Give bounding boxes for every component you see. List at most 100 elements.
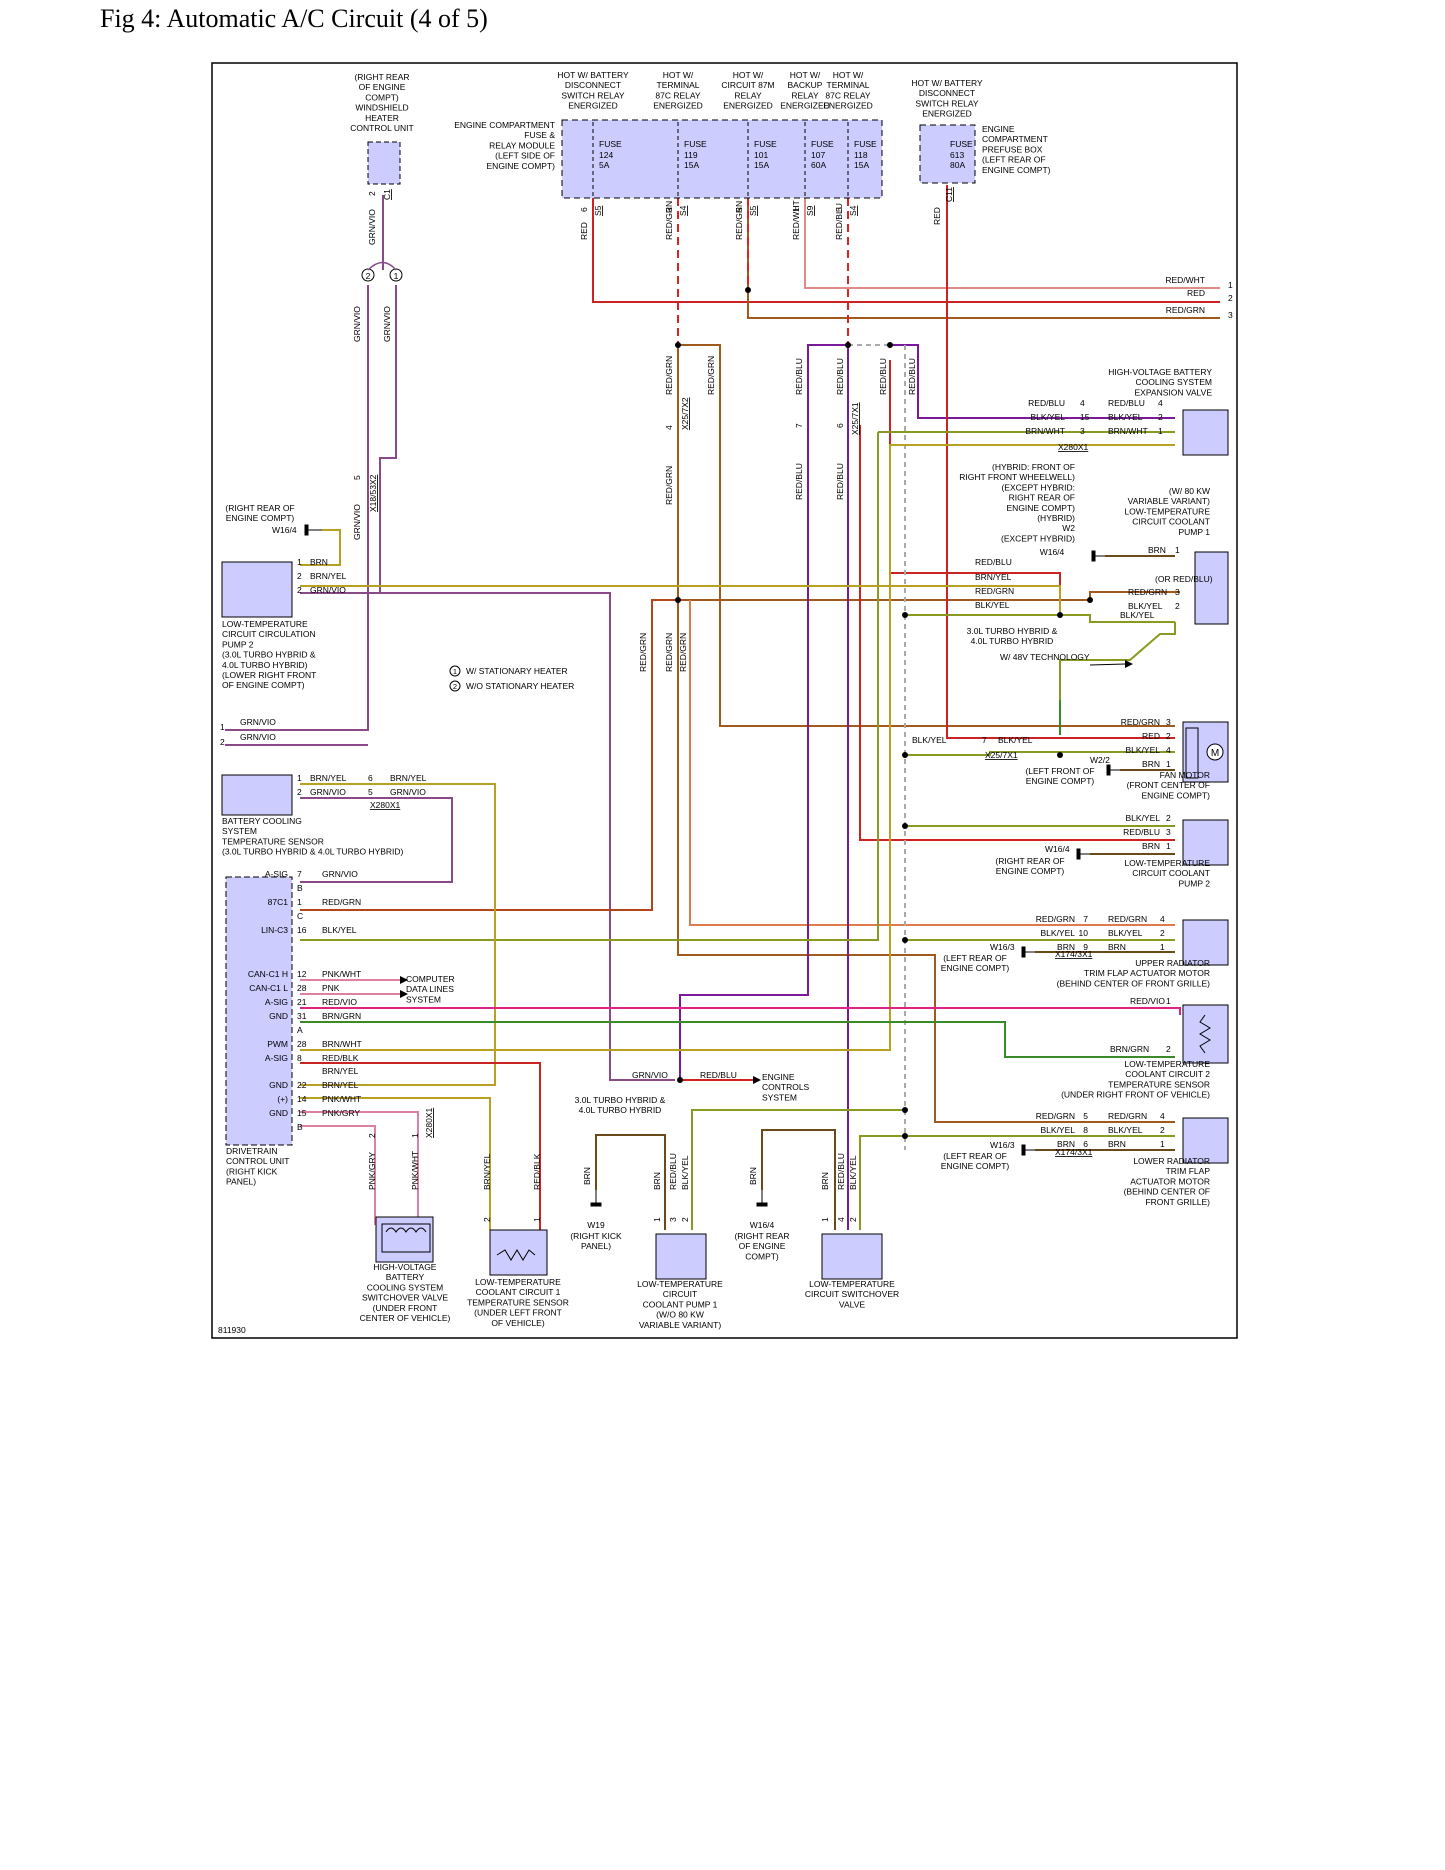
label-line: TEMPERATURE SENSOR [467, 1297, 569, 1307]
label-line: LOWER RADIATOR [1133, 1156, 1210, 1166]
wire-blk-yel-pump1-80kw [1059, 622, 1176, 700]
label-line: SWITCHOVER VALVE [362, 1293, 448, 1303]
figure-id: 811930 [218, 1325, 246, 1335]
lower-trim-wire-in: BRN [1057, 1139, 1075, 1149]
label-line: COMPT) [745, 1251, 779, 1261]
fuse-name: FUSE [811, 139, 834, 149]
wire-pnk-wht-hv-switch [300, 1111, 419, 1225]
vlabel-red-grn-a: RED/GRN [664, 356, 674, 395]
wire-red-grn-to-lower-trim [677, 600, 1175, 1123]
dcu-num: 22 [297, 1080, 307, 1090]
pump1-80kw-num: 1 [1175, 545, 1180, 555]
vlabel-red-grn-c: RED/GRN [664, 466, 674, 505]
temp-sensor2-num: 1 [1166, 996, 1171, 1006]
label-line: SYSTEM [762, 1092, 797, 1102]
label-line: ENGINE COMPT) [941, 1161, 1010, 1171]
pump1-80kw-num: 3 [1175, 587, 1180, 597]
fan-num: 1 [1166, 759, 1171, 769]
pump1-bottom-num: 2 [680, 1217, 690, 1222]
fuse-num: 119 [684, 150, 698, 160]
label-line: (BEHIND CENTER OF [1124, 1187, 1210, 1197]
battery-sensor-conn: X280X1 [370, 800, 401, 810]
fan-conn-wire-in: BLK/YEL [912, 735, 947, 745]
fan-num: 2 [1166, 731, 1171, 741]
lower-trim-num-out: 2 [1160, 1125, 1165, 1135]
label-line: TRIM FLAP [1166, 1166, 1211, 1176]
fuse-wire: RED/GRN [734, 201, 744, 240]
junction-dot [902, 752, 908, 758]
label-line: (LEFT REAR OF [943, 953, 1007, 963]
fuse-pin: 5 [734, 207, 744, 212]
mid-wire-label: RED/BLU [975, 557, 1012, 567]
temp-sensor1-wire: BRN/YEL [482, 1153, 492, 1190]
wire-blk-yel-mid [905, 614, 1175, 623]
label-line: W2 [1062, 523, 1075, 533]
pump2-right-wire: RED/BLU [1123, 827, 1160, 837]
ground-icon [756, 1190, 768, 1207]
label-line: CONTROL UNIT [226, 1156, 289, 1166]
label-line: 4.0L TURBO HYBRID [579, 1105, 662, 1115]
offpage-wire-label: RED [1187, 288, 1205, 298]
junction-dot [902, 937, 908, 943]
dcu-wire: RED/GRN [322, 897, 361, 907]
junction-dot [1057, 612, 1063, 618]
pump1-bottom-num: 3 [668, 1217, 678, 1222]
pump2-right-num: 3 [1166, 827, 1171, 837]
label-line: (LEFT REAR OF [943, 1151, 1007, 1161]
label-line: TEMPERATURE SENSOR [1108, 1079, 1210, 1089]
fuse-name: FUSE [754, 139, 777, 149]
dcu-num: 7 [297, 869, 302, 879]
fuse-header-line: HOT W/ BATTERY [557, 70, 629, 80]
label-line: ENGINE COMPT) [226, 513, 295, 523]
label-line: LOW-TEMPERATURE [1124, 858, 1210, 868]
switchover-wire: BLK/YEL [848, 1155, 858, 1190]
dcu-num: 16 [297, 925, 307, 935]
temp-sensor2-wire: RED/VIO [1130, 996, 1165, 1006]
label-line: (UNDER FRONT [373, 1303, 438, 1313]
label-line: COOLANT CIRCUIT 1 [476, 1287, 561, 1297]
label-line: ENGINE COMPT) [982, 165, 1051, 175]
label-line: HIGH-VOLTAGE BATTERY [1108, 367, 1212, 377]
fuse-name: FUSE [854, 139, 877, 149]
label-line: PANEL) [581, 1241, 611, 1251]
prefuse-fuse-amp: 80A [950, 160, 965, 170]
wire-brn-w19 [595, 1134, 666, 1230]
switchover-num: 1 [820, 1217, 830, 1222]
label-line: PUMP 2 [222, 639, 254, 649]
label-line: (HYBRID: FRONT OF [992, 462, 1075, 472]
dcu-num: 1 [297, 897, 302, 907]
legend-marker-1-text: 1 [453, 667, 457, 676]
label-line: COOLANT PUMP 1 [643, 1299, 718, 1309]
fuse-box-outline [561, 119, 883, 199]
wire-brn-yel-battery-sensor [300, 783, 496, 1086]
upper-trim-wire-out: RED/GRN [1108, 914, 1147, 924]
hv-valve-wire-in: BLK/YEL [1031, 412, 1066, 422]
vlabel-red-blu-a: RED/BLU [794, 358, 804, 395]
dcu-func: 87C1 [268, 897, 289, 907]
hv-valve-wire-out: BRN/WHT [1108, 426, 1148, 436]
x18-wire: GRN/VIO [352, 504, 362, 540]
mid-wire-label: BLK/YEL [975, 600, 1010, 610]
hv-valve-wire-in: RED/BLU [1028, 398, 1065, 408]
label-line: PREFUSE BOX [982, 144, 1043, 154]
wire-grn-vio-battery-sensor [300, 797, 453, 883]
dcu-num: 14 [297, 1094, 307, 1104]
dcu-func: (+) [277, 1094, 288, 1104]
pump1-bottom-box [655, 1233, 707, 1280]
x18-pin: 5 [352, 475, 362, 480]
prefuse-fuse-name: FUSE [950, 139, 973, 149]
label-line: CENTER OF VEHICLE) [360, 1313, 451, 1323]
fuse-conn: S4 [678, 205, 688, 216]
component-boxes [221, 409, 1229, 1280]
label-line: CIRCUIT [663, 1289, 697, 1299]
upper-trim-wire-out: BLK/YEL [1108, 928, 1143, 938]
label-line: (W/ 80 KW [1169, 486, 1210, 496]
junction-dots [675, 287, 1093, 1139]
